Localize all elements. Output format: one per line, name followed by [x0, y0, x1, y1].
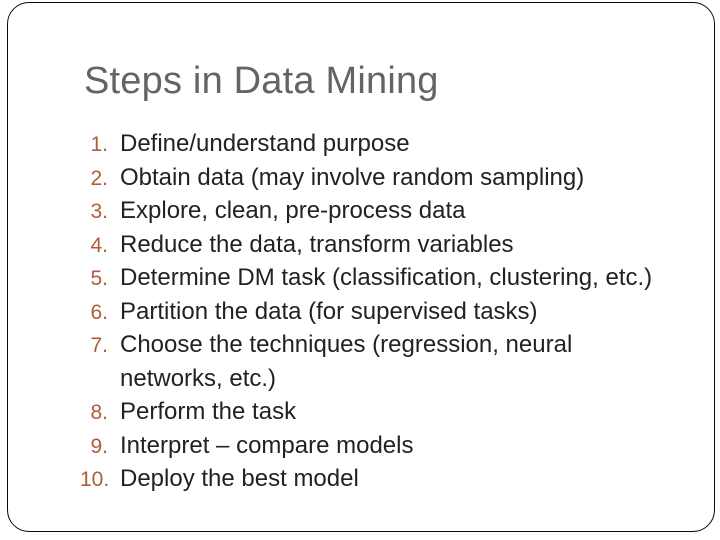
step-item-4: Reduce the data, transform variables	[80, 228, 514, 261]
step-item-7: Choose the techniques (regression, neura…	[80, 329, 573, 392]
steps-list: Define/understand purpose Obtain data (m…	[80, 127, 658, 496]
step-item-3: Explore, clean, pre-process data	[80, 195, 466, 228]
step-item-9: Interpret – compare models	[80, 429, 414, 462]
step-item-2: Obtain data (may involve random sampling…	[80, 161, 585, 194]
step-item-5: Determine DM task (classification, clust…	[80, 262, 653, 295]
step-item-8: Perform the task	[80, 396, 297, 429]
step-item-1: Define/understand purpose	[80, 128, 410, 161]
step-item-6: Partition the data (for supervised tasks…	[80, 295, 538, 328]
slide-title: Steps in Data Mining	[84, 60, 439, 102]
step-item-10: Deploy the best model	[80, 463, 359, 496]
